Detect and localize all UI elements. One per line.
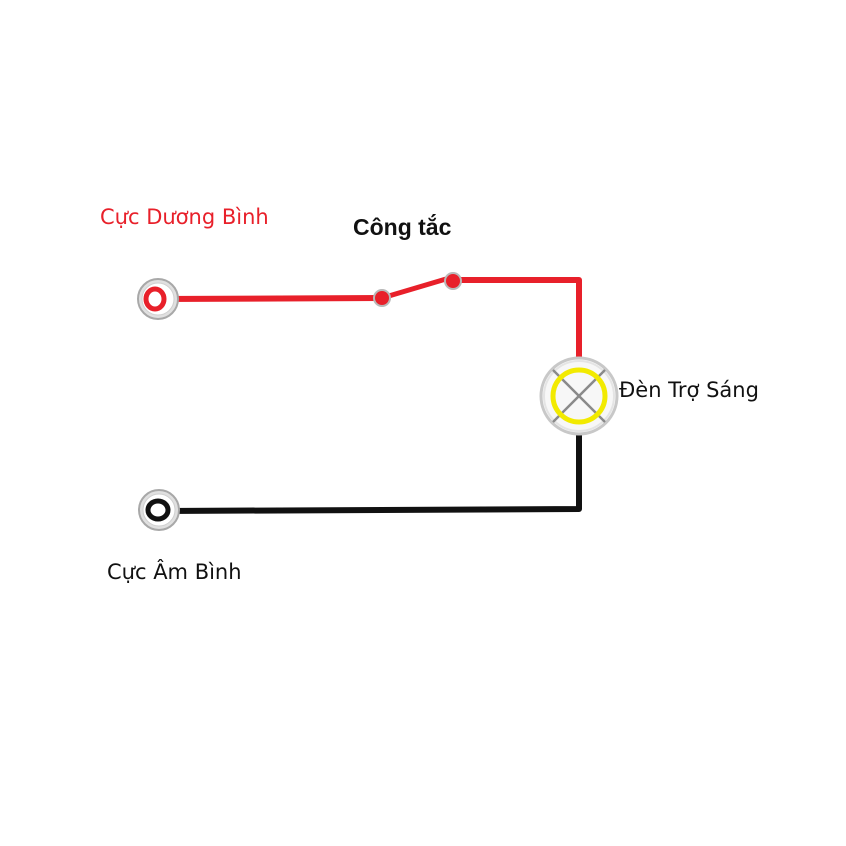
switch-blade bbox=[379, 276, 449, 301]
positive-terminal-icon bbox=[137, 278, 179, 320]
negative-terminal-icon bbox=[138, 489, 180, 531]
positive-wire-to-lamp bbox=[451, 277, 582, 361]
negative-terminal-label: Cực Âm Bình bbox=[107, 560, 242, 584]
lamp-label: Đèn Trợ Sáng bbox=[619, 378, 759, 402]
switch-contact-right bbox=[444, 272, 462, 290]
positive-terminal-label: Cực Dương Bình bbox=[100, 205, 269, 229]
lamp-icon bbox=[539, 356, 619, 436]
positive-wire-to-switch bbox=[157, 295, 385, 302]
switch-contact-left bbox=[373, 289, 391, 307]
switch-label: Công tắc bbox=[353, 214, 452, 240]
negative-wire bbox=[161, 431, 582, 514]
